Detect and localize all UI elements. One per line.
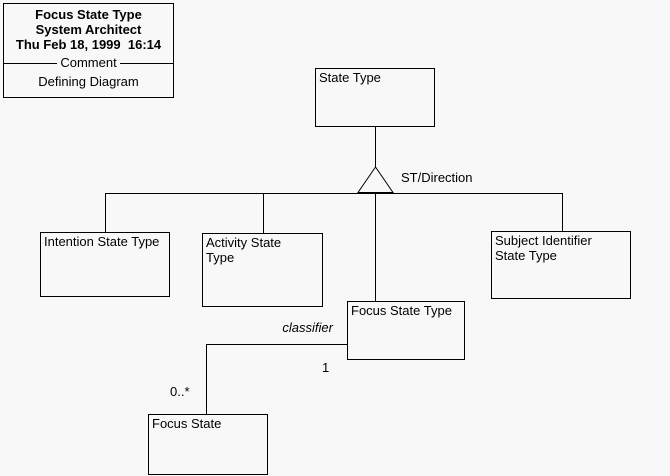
node-label: Type xyxy=(206,250,235,265)
generalization-label: ST/Direction xyxy=(401,170,473,185)
association-role-label: classifier xyxy=(282,320,333,335)
multiplicity-one-label: 1 xyxy=(322,360,330,375)
node-label: Activity State xyxy=(206,235,282,250)
node-label: State Type xyxy=(495,248,557,263)
node-activity-state-type[interactable]: Activity State Type xyxy=(202,233,323,307)
title-block-comment: Defining Diagram xyxy=(38,74,139,89)
node-state-type[interactable]: State Type xyxy=(315,68,435,127)
generalization-bus-line xyxy=(105,193,563,194)
separator-rule-right xyxy=(119,62,174,64)
node-label: Focus State Type xyxy=(351,303,452,318)
generalization-stem-line xyxy=(375,127,376,167)
connector-intention-state-type xyxy=(105,193,106,232)
title-block-date: Thu Feb 18, 1999 16:14 xyxy=(15,37,162,52)
connector-focus-state-type xyxy=(375,193,376,301)
connector-subject-identifier-state-type xyxy=(562,193,563,231)
association-line-horizontal xyxy=(206,344,347,345)
generalization-triangle-icon xyxy=(357,166,394,193)
node-subject-identifier-state-type[interactable]: Subject Identifier State Type xyxy=(491,231,631,299)
node-label: Intention State Type xyxy=(44,234,160,249)
node-focus-state-type[interactable]: Focus State Type xyxy=(347,301,465,360)
node-intention-state-type[interactable]: Intention State Type xyxy=(40,232,170,297)
node-label: Focus State xyxy=(152,416,222,431)
multiplicity-many-label: 0..* xyxy=(170,384,190,399)
node-label: Subject Identifier xyxy=(495,233,592,248)
title-block-title: Focus State Type xyxy=(35,7,142,22)
comment-separator: Comment xyxy=(4,55,174,70)
association-line-vertical xyxy=(206,344,207,414)
title-block-subtitle: System Architect xyxy=(35,22,142,37)
diagram-title-block[interactable]: Focus State Type System Architect Thu Fe… xyxy=(3,3,174,98)
node-label: State Type xyxy=(319,70,381,85)
connector-activity-state-type xyxy=(263,193,264,233)
comment-separator-label: Comment xyxy=(60,55,117,70)
separator-rule-left xyxy=(4,62,58,64)
node-focus-state[interactable]: Focus State xyxy=(148,414,268,475)
